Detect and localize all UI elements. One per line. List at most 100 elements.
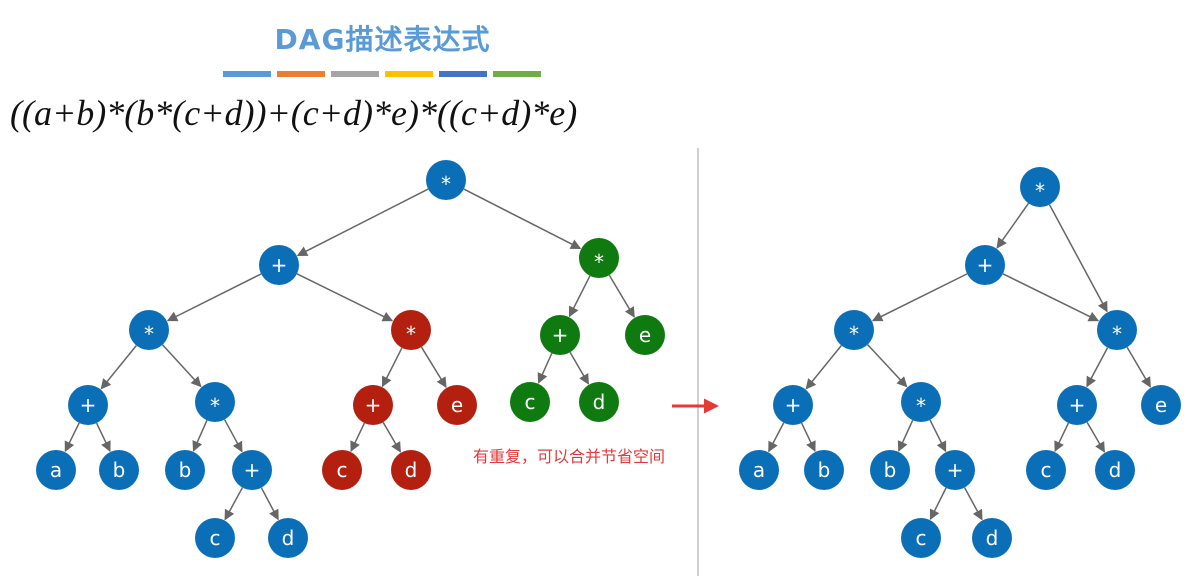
dag-edge (929, 487, 947, 521)
tree-edge (420, 346, 447, 388)
tree-node: d (579, 382, 619, 422)
tree-node-circle (391, 450, 431, 490)
tree-node-label: * (210, 394, 220, 418)
dag-node-label: * (1112, 322, 1122, 346)
dag-node: + (935, 450, 975, 490)
dag-node-label: e (1155, 393, 1167, 417)
tree-node: + (259, 245, 299, 285)
dag-edge (1054, 422, 1070, 452)
tree-node-label: + (271, 253, 288, 277)
tree-node-label: + (552, 323, 569, 347)
dag-node-label: c (1041, 458, 1052, 482)
dag-node: * (901, 382, 941, 422)
tree-node-label: e (451, 393, 463, 417)
dag-node: + (965, 245, 1005, 285)
dag-edge (1086, 347, 1109, 388)
tree-node: c (195, 518, 235, 558)
dag-edge (996, 202, 1030, 249)
dag-node-label: a (753, 458, 765, 482)
dag-node: d (972, 518, 1012, 558)
tree-edge (608, 274, 635, 318)
dag-node: * (1097, 310, 1137, 350)
tree-node: * (195, 382, 235, 422)
panel-divider (697, 148, 699, 576)
dag-node-label: * (1035, 179, 1045, 203)
dag-node-label: b (884, 458, 897, 482)
tree-edge (537, 352, 553, 384)
tree-node-label: b (113, 458, 126, 482)
dag-node-label: + (785, 393, 802, 417)
dag-edge (768, 422, 785, 453)
tree-edge (381, 347, 403, 388)
tree-node-circle (579, 238, 619, 278)
tree-node-circle (391, 310, 431, 350)
tree-node: * (391, 310, 431, 350)
dag-node-circle (1095, 450, 1135, 490)
tree-node: + (353, 385, 393, 425)
tree-node-label: * (406, 322, 416, 346)
dag-node-label: b (818, 458, 831, 482)
tree-node: a (36, 450, 76, 490)
tree-node-label: + (365, 393, 382, 417)
tree-node-circle (268, 518, 308, 558)
tree-edge (350, 422, 366, 452)
tree-edge (569, 351, 590, 385)
tree-edge (463, 188, 582, 250)
dag-node-circle (901, 518, 941, 558)
tree-node: d (391, 450, 431, 490)
dag-edge (800, 422, 816, 452)
dag-node-circle (1097, 310, 1137, 350)
tree-edge (100, 345, 137, 390)
dag-edge (963, 487, 983, 521)
dag-edge (1048, 204, 1108, 313)
dag-node-circle (739, 450, 779, 490)
color-bar-segment (331, 71, 379, 77)
dag-node: a (739, 450, 779, 490)
dag-edge (929, 419, 947, 453)
dag-node: + (1057, 385, 1097, 425)
dag-node: c (1026, 450, 1066, 490)
tree-node-circle (437, 385, 477, 425)
dag-edge (871, 273, 968, 322)
dag-node-circle (1020, 167, 1060, 207)
expression-formula: ((a+b)*(b*(c+d))+(c+d)*e)*((c+d)*e) (10, 93, 578, 133)
dag-node-label: * (916, 394, 926, 418)
tree-node-label: d (405, 458, 418, 482)
tree-node-label: a (50, 458, 62, 482)
dag-node-circle (901, 382, 941, 422)
dag-node-label: d (1109, 458, 1122, 482)
tree-node-label: b (179, 458, 192, 482)
tree-edge (166, 273, 262, 322)
dag-node-label: + (947, 458, 964, 482)
dag-edge (1002, 273, 1100, 322)
tree-node: + (232, 450, 272, 490)
dag-node: * (1020, 167, 1060, 207)
dag-node-label: + (1069, 393, 1086, 417)
tree-node-circle (322, 450, 362, 490)
dag-node-circle (965, 245, 1005, 285)
tree-node-label: c (210, 526, 221, 550)
tree-node-label: d (593, 390, 606, 414)
page-title: DAG描述表达式 (274, 23, 491, 56)
dag-node: e (1141, 385, 1181, 425)
tree-node-circle (259, 245, 299, 285)
dag-node: + (773, 385, 813, 425)
tree-node: c (322, 450, 362, 490)
dag-edge (1086, 421, 1106, 453)
tree-edge (224, 487, 244, 521)
tree-edge (568, 275, 591, 318)
tree-node-label: c (525, 390, 536, 414)
tree-node-label: * (594, 250, 604, 274)
dag-node-label: * (849, 322, 859, 346)
tree-node-circle (510, 382, 550, 422)
dag-edge (897, 419, 914, 452)
tree-node-circle (195, 382, 235, 422)
tree-edge (260, 487, 279, 521)
tree-node: b (99, 450, 139, 490)
tree-node-label: * (144, 322, 154, 346)
tree-node: * (579, 238, 619, 278)
tree-edge (161, 344, 202, 388)
